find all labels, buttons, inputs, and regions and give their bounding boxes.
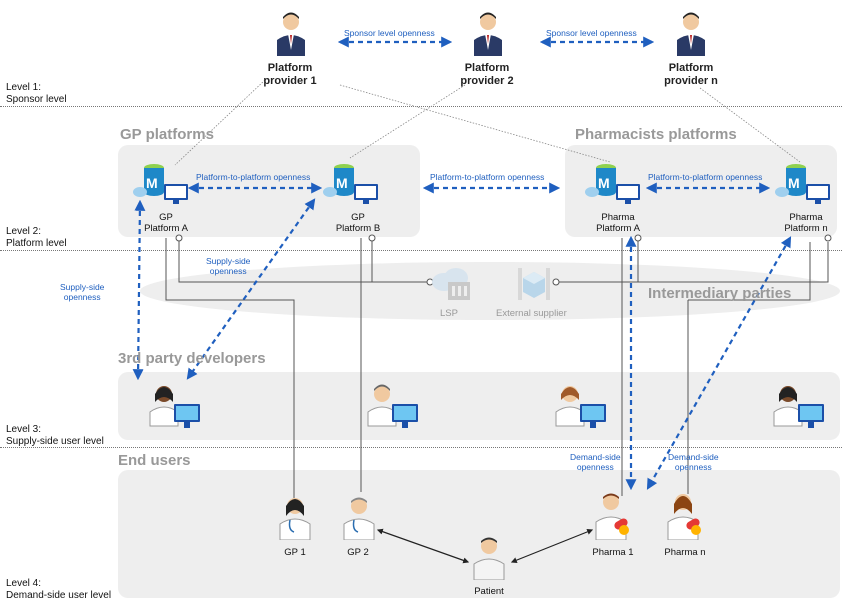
gp-2-doctor-icon: [343, 497, 375, 540]
lsp-cloud-icon: [432, 268, 470, 300]
pharma-1-pharmacist-icon: [595, 493, 629, 540]
platform-wiring: [165, 238, 829, 498]
pharma-platforms-title: Pharmacists platforms: [575, 126, 737, 143]
level-separator-1: [0, 106, 842, 107]
developer-4-icon: [773, 386, 824, 428]
intermediary-title: Intermediary parties: [648, 285, 792, 302]
level-3-label: Level 3:Supply-side user level: [6, 424, 104, 447]
gp-platform-b-icon: M: [323, 164, 378, 204]
gp-platforms-title: GP platforms: [120, 126, 214, 143]
external-supplier-box-icon: [518, 268, 550, 300]
provider-n-person-icon: [677, 12, 705, 56]
provider-2-person-icon: [474, 12, 502, 56]
pharma-platform-a-icon: M: [585, 164, 640, 204]
developer-3-icon: [555, 386, 606, 428]
end-users-title: End users: [118, 452, 191, 469]
pharma-n-label: Pharma n: [664, 547, 706, 558]
gp-2-label: GP 2: [347, 547, 369, 558]
openness-arrows: [132, 36, 792, 491]
developer-1-icon: [149, 386, 200, 428]
svg-text:M: M: [146, 175, 158, 191]
developer-2-icon: [367, 384, 418, 428]
level-4-label: Level 4:Demand-side user level: [6, 578, 112, 601]
pharma-n-pharmacist-icon: [667, 494, 701, 540]
platform-openness-label-1: Platform-to-platform openness: [196, 172, 311, 182]
gp-1-doctor-icon: [279, 498, 311, 540]
platform-openness-label-3: Platform-to-platform openness: [648, 172, 763, 182]
patient-icon: [473, 537, 505, 580]
gp-platform-a-icon: M: [133, 164, 188, 204]
sponsor-links: [174, 79, 801, 166]
svg-text:M: M: [336, 175, 348, 191]
gp-1-label: GP 1: [284, 547, 306, 558]
provider-1-person-icon: [277, 12, 305, 56]
patient-label: Patient: [474, 586, 504, 597]
developers-title: 3rd party developers: [118, 350, 266, 367]
svg-text:M: M: [598, 175, 610, 191]
platform-openness-label-2: Platform-to-platform openness: [430, 172, 545, 182]
external-supplier-label: External supplier: [496, 308, 567, 319]
pharma-1-label: Pharma 1: [592, 547, 634, 558]
sponsor-openness-label-2: Sponsor level openness: [546, 28, 637, 38]
lsp-label: LSP: [440, 308, 458, 319]
svg-text:M: M: [788, 175, 800, 191]
sponsor-openness-label-1: Sponsor level openness: [344, 28, 435, 38]
level-1-label: Level 1:Sponsor level: [6, 82, 67, 105]
level-separator-3: [0, 447, 842, 448]
pharma-platform-n-icon: M: [775, 164, 830, 204]
level-2-label: Level 2:Platform level: [6, 226, 67, 249]
level-separator-2: [0, 250, 842, 251]
